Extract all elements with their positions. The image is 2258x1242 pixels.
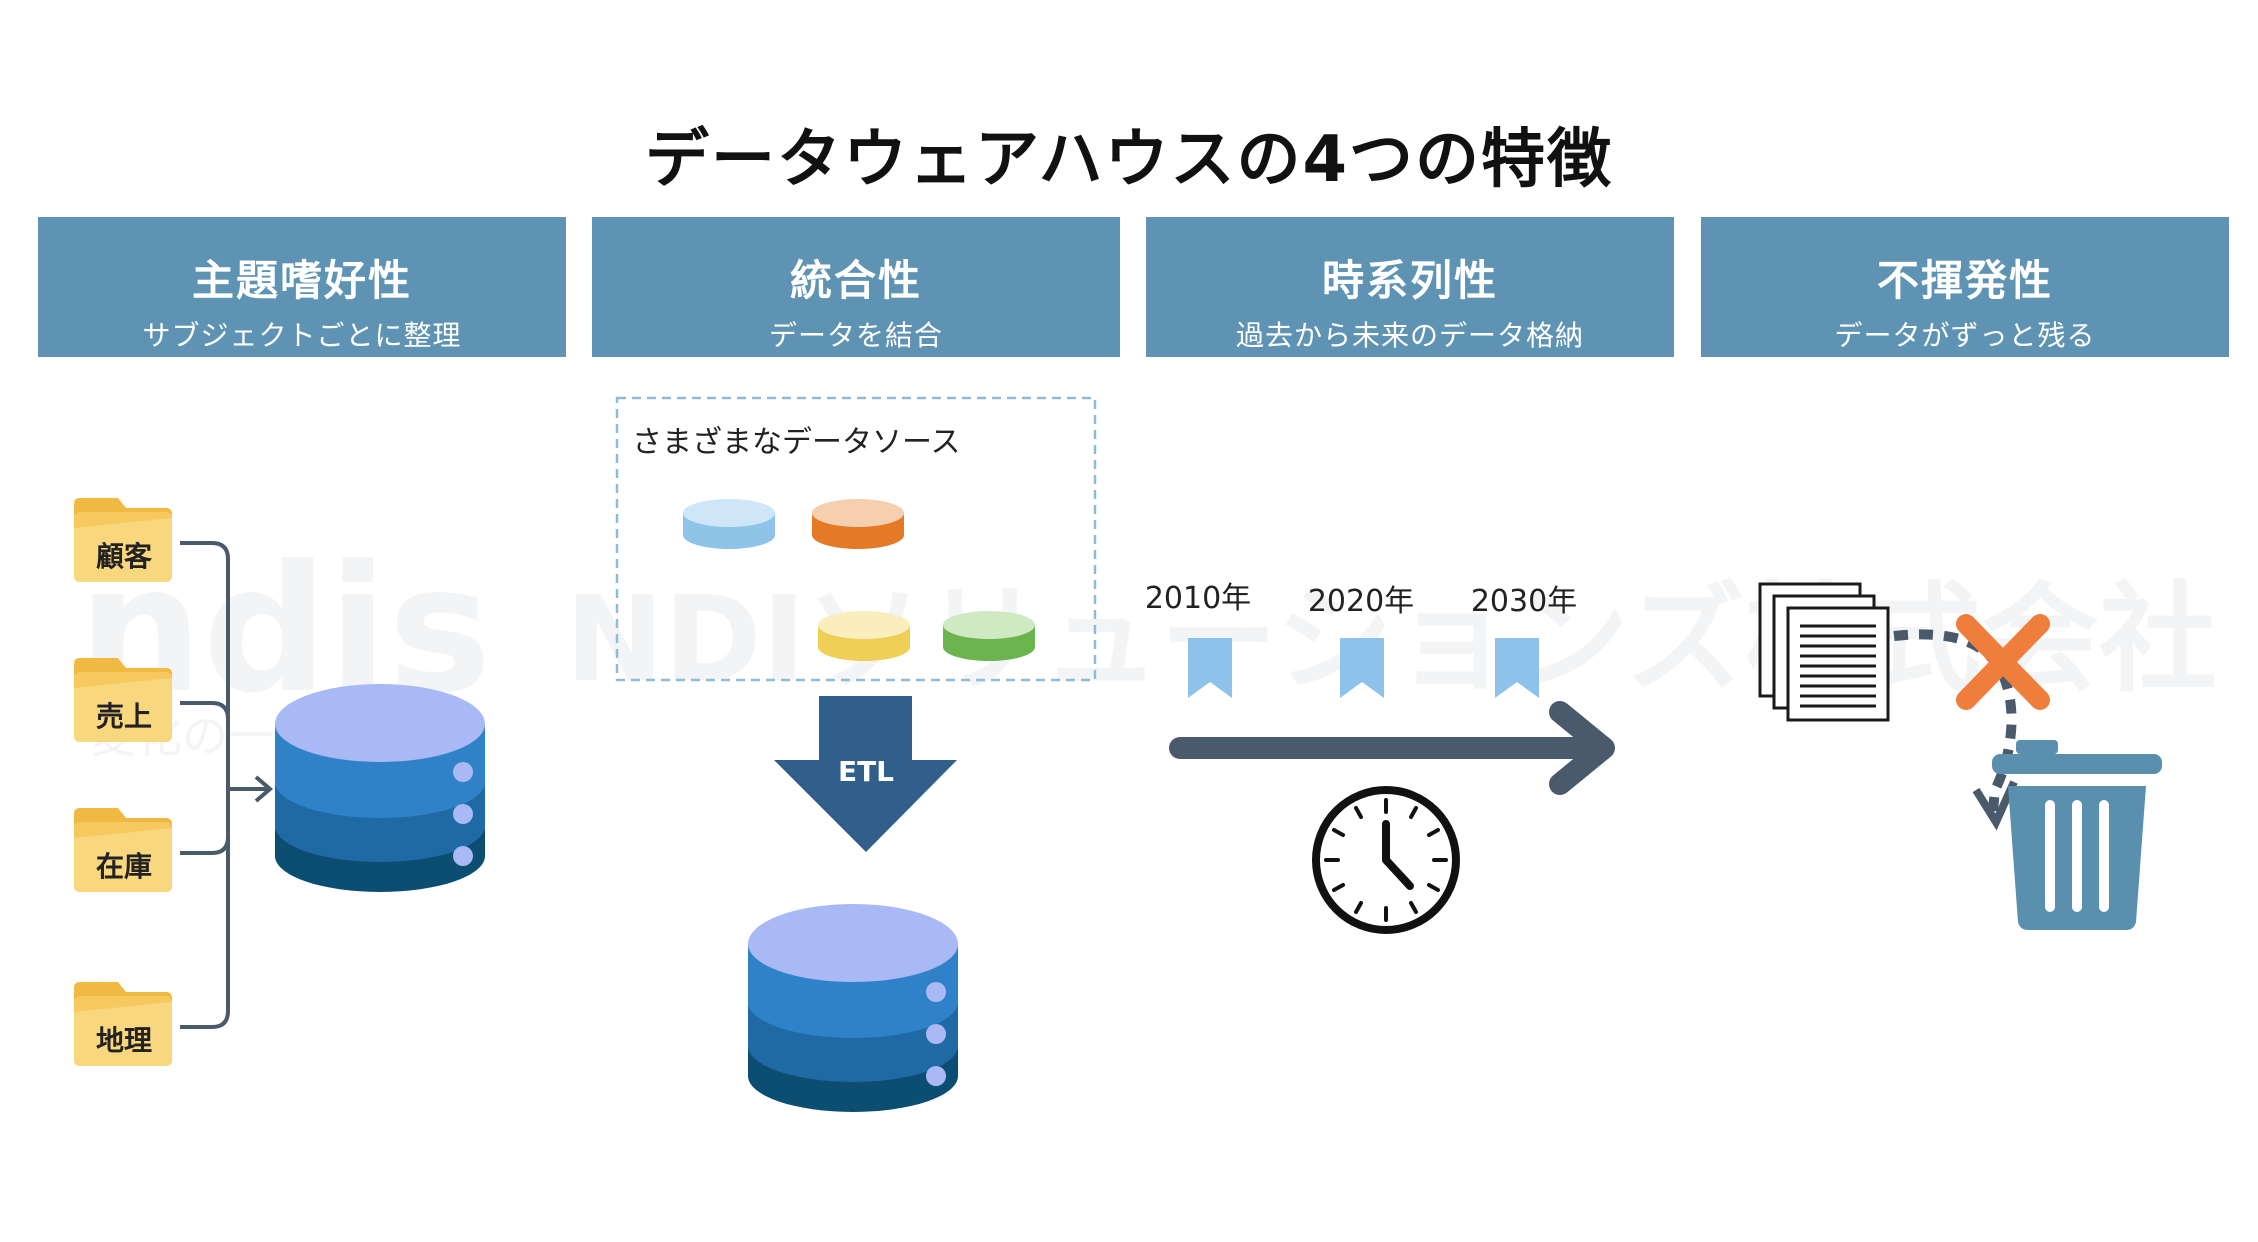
- etl-arrow: [774, 696, 957, 852]
- year-label: 2020年: [1308, 584, 1414, 619]
- discard-arrowhead: [1972, 780, 2018, 831]
- data-source-disk: [683, 499, 775, 549]
- trash-icon: [1992, 740, 2162, 930]
- data-source-disk: [818, 611, 910, 661]
- database-icon: [275, 684, 485, 892]
- etl-label: ETL: [838, 755, 894, 788]
- data-source-disk: [943, 611, 1035, 661]
- folder-label: 顧客: [96, 540, 153, 573]
- documents-icon: [1758, 582, 1890, 722]
- header-subtitle: データを結合: [768, 319, 943, 352]
- timeline-arrow: [1169, 701, 1615, 795]
- non-volatile-section: [1758, 582, 2162, 930]
- header-subtitle: データがずっと残る: [1834, 319, 2096, 352]
- integration-section: さまざまなデータソース ETL: [615, 396, 1097, 1112]
- x-mark-icon: [1956, 614, 2050, 710]
- data-source-disk: [812, 499, 904, 549]
- header-title: 主題嗜好性: [191, 256, 412, 305]
- header-title: 不揮発性: [1876, 256, 2053, 305]
- header-time-variant: 時系列性 過去から未来のデータ格納: [1146, 217, 1674, 357]
- header-subtitle: サブジェクトごとに整理: [142, 319, 462, 352]
- folder-label: 売上: [96, 700, 152, 733]
- data-sources-box: [615, 396, 1097, 682]
- year-label: 2030年: [1471, 584, 1577, 619]
- subject-section: 顧客 売上 在庫 地理: [74, 498, 485, 1066]
- timeline-section: 2010年 2020年 2030年: [1145, 581, 1615, 934]
- header-integrated: 統合性 データを結合: [592, 217, 1120, 357]
- header-non-volatile: 不揮発性 データがずっと残る: [1701, 217, 2229, 357]
- year-label: 2010年: [1145, 581, 1251, 616]
- discard-path: [1893, 629, 2017, 821]
- header-subtitle: 過去から未来のデータ格納: [1235, 319, 1584, 352]
- header-title: 時系列性: [1321, 256, 1498, 305]
- watermark: ndis NDIソリューションズ株式会社 変化の一歩先を: [78, 529, 2217, 763]
- folder-connectors: [180, 541, 274, 1029]
- folder-label: 地理: [96, 1024, 152, 1057]
- header-subject-oriented: 主題嗜好性 サブジェクトごとに整理: [38, 217, 566, 357]
- header-title: 統合性: [789, 256, 922, 305]
- clock-icon: [1312, 786, 1460, 934]
- database-icon: [748, 904, 958, 1112]
- folder-label: 在庫: [96, 850, 152, 883]
- data-sources-label: さまざまなデータソース: [632, 425, 961, 460]
- page-title: データウェアハウスの4つの特徴: [645, 123, 1613, 197]
